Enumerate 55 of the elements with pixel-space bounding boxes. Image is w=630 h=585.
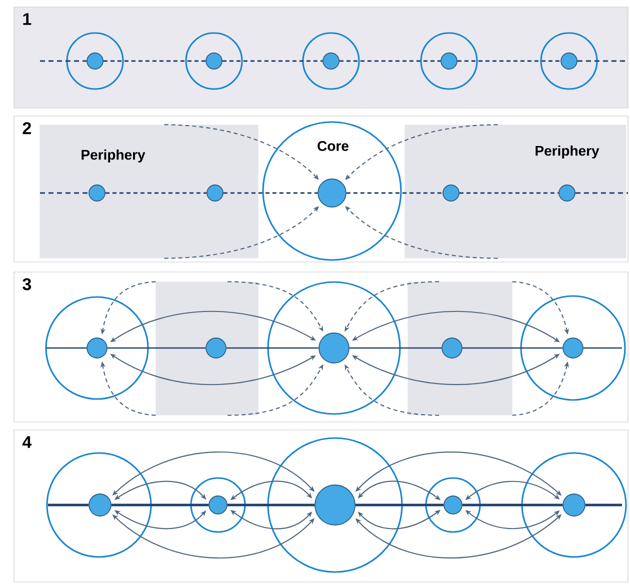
dashed-line — [457, 60, 561, 62]
shaded-band — [408, 282, 512, 416]
dashed-line — [339, 60, 441, 62]
dot — [562, 338, 584, 358]
dashed-line — [222, 60, 323, 62]
dashed-line — [346, 192, 443, 194]
ring — [45, 296, 149, 400]
ring — [302, 32, 360, 90]
ring — [540, 32, 598, 90]
shaded-band: Periphery — [40, 124, 258, 258]
shaded-band: Periphery — [404, 124, 626, 258]
line — [227, 504, 315, 506]
ring — [520, 295, 626, 401]
shaded-band — [156, 282, 258, 416]
panel: 1 — [14, 6, 628, 108]
ring — [521, 452, 627, 558]
dot — [440, 52, 458, 70]
ring — [420, 32, 478, 90]
ring — [185, 32, 243, 90]
line — [226, 347, 319, 349]
line — [462, 504, 563, 506]
dashed-line — [459, 192, 559, 194]
dot — [442, 338, 462, 358]
line — [107, 347, 206, 349]
dot — [206, 52, 222, 70]
line — [111, 504, 209, 506]
dot — [206, 338, 226, 358]
dot — [318, 178, 346, 208]
dashed-line — [223, 192, 318, 194]
dot — [88, 184, 106, 202]
dot — [444, 496, 462, 514]
dot — [88, 494, 112, 516]
dot — [558, 184, 576, 202]
line — [355, 504, 444, 506]
dashed-arrow — [345, 124, 498, 180]
dot — [562, 494, 586, 516]
dot — [206, 184, 224, 202]
ring: Core — [262, 121, 402, 261]
dashed-line — [105, 192, 207, 194]
ring — [267, 281, 401, 415]
dot — [322, 52, 340, 70]
dot — [442, 184, 460, 202]
ring — [66, 32, 124, 90]
dot — [560, 52, 578, 70]
dot — [208, 496, 228, 514]
dashed-arrow — [345, 206, 498, 259]
dot — [314, 484, 356, 526]
line — [462, 347, 563, 349]
ring — [267, 437, 403, 573]
dot — [86, 52, 104, 70]
dot — [318, 332, 350, 364]
line — [349, 347, 442, 349]
dot — [86, 338, 108, 358]
ring — [46, 452, 152, 558]
dashed-line — [103, 60, 206, 62]
